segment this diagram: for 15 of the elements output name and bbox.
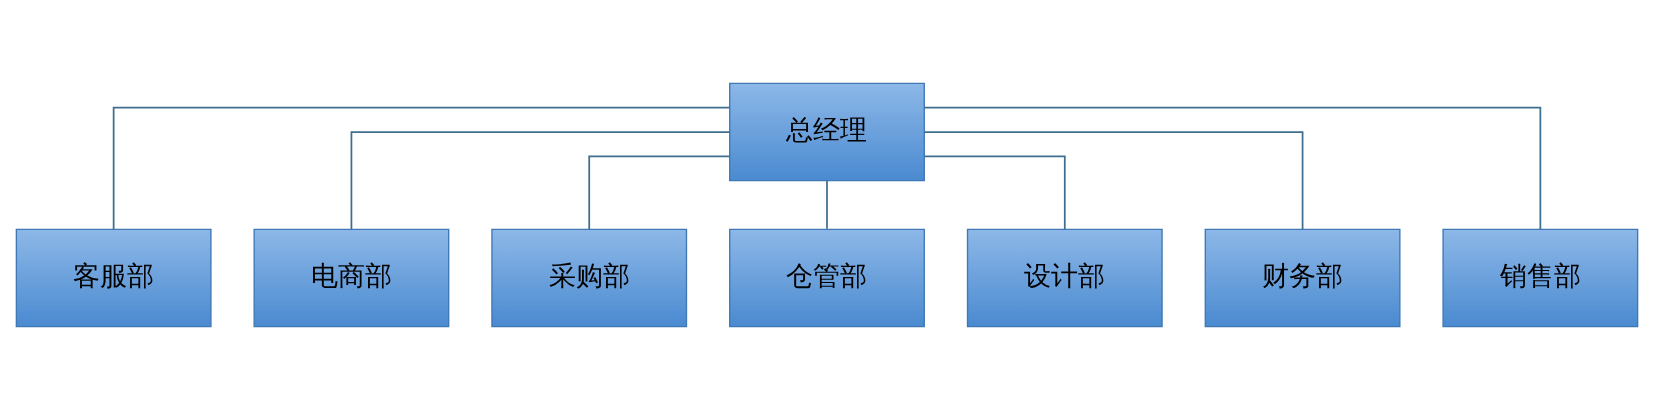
node-box: 设计部 bbox=[966, 228, 1163, 327]
connector bbox=[112, 106, 731, 230]
node-box: 电商部 bbox=[252, 228, 449, 327]
connector bbox=[825, 179, 828, 230]
node-box: 采购部 bbox=[490, 228, 687, 327]
node-box: 销售部 bbox=[1441, 228, 1638, 327]
connector bbox=[922, 106, 1541, 230]
connector bbox=[350, 130, 730, 230]
node-box: 总经理 bbox=[728, 82, 925, 181]
node-box: 客服部 bbox=[15, 228, 212, 327]
connector bbox=[923, 155, 1066, 230]
connector bbox=[923, 130, 1303, 230]
node-box: 财务部 bbox=[1204, 228, 1401, 327]
node-box: 仓管部 bbox=[728, 228, 925, 327]
connector bbox=[587, 155, 730, 230]
